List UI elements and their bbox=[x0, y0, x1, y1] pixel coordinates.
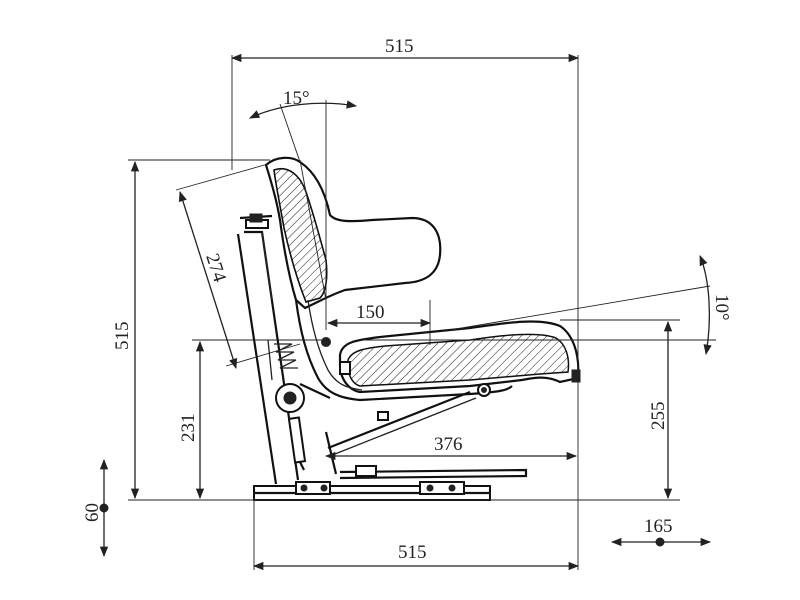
dimension-lines bbox=[99, 53, 716, 571]
seat-cushion bbox=[338, 320, 581, 394]
dim-pivot-height: 231 bbox=[178, 414, 199, 443]
pivot-mark bbox=[321, 337, 331, 347]
dim-seat-height: 255 bbox=[648, 402, 669, 431]
dim-backrest-tilt: 15° bbox=[283, 88, 310, 109]
dim-horizontal-adjust: 165 bbox=[644, 516, 673, 537]
base-rail bbox=[253, 465, 528, 501]
dim-seat-tilt: 10° bbox=[711, 294, 732, 321]
backrest-cushion bbox=[264, 156, 442, 310]
dim-base-width: 515 bbox=[398, 542, 427, 563]
dim-rail-length: 376 bbox=[434, 434, 463, 455]
dim-top-width: 515 bbox=[385, 36, 414, 57]
dim-seat-offset: 150 bbox=[356, 302, 385, 323]
rear-post bbox=[236, 213, 338, 485]
dim-overall-height: 515 bbox=[112, 322, 133, 351]
dim-backrest-height: 274 bbox=[201, 251, 230, 285]
dim-vertical-adjust: 60 bbox=[82, 503, 103, 522]
seat-frame bbox=[294, 299, 513, 457]
